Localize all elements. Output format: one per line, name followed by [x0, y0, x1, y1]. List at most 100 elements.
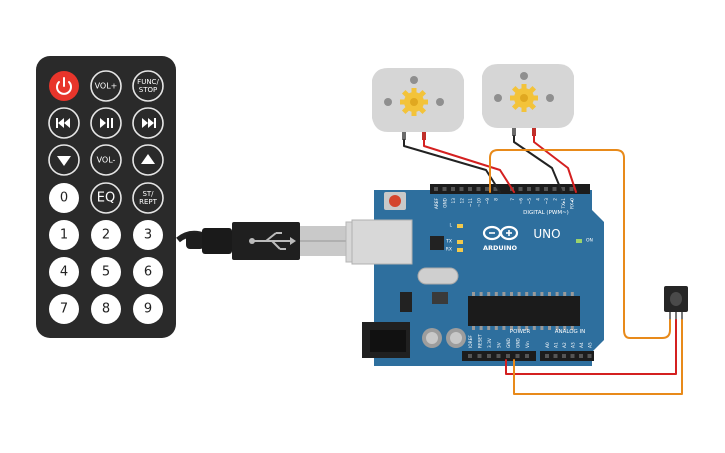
analog-label: ANALOG IN	[555, 329, 586, 335]
digital-pin-hole[interactable]	[451, 187, 455, 191]
remote-button-3[interactable]: 3	[133, 220, 163, 250]
motor-2-gear-icon	[510, 84, 538, 112]
digital-pin-hole[interactable]	[518, 187, 523, 191]
power-pin-hole[interactable]	[515, 354, 520, 358]
usb-jack	[351, 219, 413, 265]
wire-ir-5v-red	[505, 319, 677, 375]
power-pin-hole[interactable]	[477, 354, 482, 358]
power-pin-label: GND	[516, 337, 522, 348]
remote-button-up[interactable]	[132, 144, 164, 176]
analog-pin-hole[interactable]	[562, 354, 566, 358]
power-pin-hole[interactable]	[468, 354, 472, 358]
remote-button-next[interactable]	[132, 107, 164, 139]
remote-button-st-rept[interactable]: ST/REPT	[132, 182, 164, 214]
usb-plug-housing	[202, 228, 232, 254]
remote-button-prev[interactable]	[48, 107, 80, 139]
bottom-pin-holes	[468, 354, 592, 358]
power-pin-label: 5V	[497, 342, 503, 348]
wire-motor2-red	[533, 135, 577, 193]
analog-pin-hole[interactable]	[570, 354, 575, 358]
reset-button-cap	[389, 195, 401, 207]
remote-button-1[interactable]: 1	[49, 220, 79, 250]
power-pin-hole[interactable]	[506, 354, 510, 358]
digital-pin-hole[interactable]	[527, 187, 531, 191]
analog-pin-hole[interactable]	[545, 354, 549, 358]
motor-1-gear-icon	[400, 88, 428, 116]
led-tx	[457, 240, 463, 244]
remote-button-vol-down[interactable]: VOL-	[90, 144, 122, 176]
wire-motor1-red	[423, 139, 515, 193]
remote-button-eq[interactable]: EQ	[90, 182, 122, 214]
digital-pin-label: 7	[510, 198, 516, 201]
analog-pin-hole[interactable]	[579, 354, 583, 358]
remote-button-func-stop[interactable]: FUNC/STOP	[132, 70, 164, 102]
logo-infinity-right	[499, 225, 519, 241]
dc-motor-1[interactable]	[372, 68, 464, 140]
digital-pin-hole[interactable]	[485, 187, 489, 191]
power-pin-label: RESET	[478, 334, 484, 348]
led-on-label: ON	[586, 238, 593, 244]
led-l-label: L	[449, 223, 452, 229]
power-pin-label: 3.3V	[487, 338, 493, 348]
digital-pin-hole[interactable]	[544, 187, 548, 191]
power-pin-hole[interactable]	[496, 354, 501, 358]
digital-pin-hole[interactable]	[434, 187, 438, 191]
digital-pin-hole[interactable]	[493, 187, 498, 191]
remote-button-8[interactable]: 8	[91, 294, 121, 324]
power-pin-hole[interactable]	[525, 354, 529, 358]
remote-button-label: 8	[102, 302, 110, 317]
led-on	[576, 239, 582, 243]
motor-2-terminal-a	[512, 128, 516, 136]
remote-button-power[interactable]	[49, 71, 79, 101]
analog-pin-hole[interactable]	[553, 354, 558, 358]
remote-button-label-2: STOP	[139, 86, 157, 94]
digital-pin-label: 4	[536, 198, 542, 201]
power-pin-label: IOREF	[468, 335, 474, 348]
led-rx-label: RX	[446, 247, 452, 253]
digital-pin-hole[interactable]	[535, 187, 540, 191]
analog-pin-label: A5	[588, 342, 594, 348]
remote-button-5[interactable]: 5	[91, 257, 121, 287]
remote-button-2[interactable]: 2	[91, 220, 121, 250]
remote-button-label-2: REPT	[139, 198, 158, 206]
remote-button-7[interactable]: 7	[49, 294, 79, 324]
crystal-oscillator	[417, 267, 459, 285]
digital-pin-label: 8	[494, 198, 500, 201]
skip-forward-icon	[142, 118, 156, 128]
power-pin-hole[interactable]	[487, 354, 491, 358]
digital-pin-hole[interactable]	[442, 187, 447, 191]
power-pin-label: Vin	[525, 341, 531, 348]
digital-pin-hole[interactable]	[569, 187, 574, 191]
remote-button-down[interactable]	[48, 144, 80, 176]
motor-2-screw-left	[494, 94, 502, 102]
usb-boot	[186, 233, 204, 249]
digital-pin-hole[interactable]	[552, 187, 557, 191]
digital-pin-hole[interactable]	[561, 187, 565, 191]
remote-button-4[interactable]: 4	[49, 257, 79, 287]
digital-pin-hole[interactable]	[459, 187, 464, 191]
power-label: POWER	[510, 329, 531, 335]
chip-pins	[472, 292, 574, 330]
digital-pin-label: ~11	[468, 198, 474, 207]
dc-motor-2[interactable]	[482, 64, 574, 136]
digital-pin-label: ~6	[519, 198, 525, 205]
remote-button-9[interactable]: 9	[133, 294, 163, 324]
remote-button-play-pause[interactable]	[90, 107, 122, 139]
analog-pin-label: A2	[562, 342, 568, 348]
digital-pin-hole[interactable]	[468, 187, 472, 191]
analog-pin-label: A0	[545, 342, 551, 348]
led-rx	[457, 248, 463, 252]
remote-button-0[interactable]: 0	[49, 183, 79, 213]
analog-pin-hole[interactable]	[587, 354, 592, 358]
digital-pin-label: ~10	[477, 198, 483, 207]
remote-button-6[interactable]: 6	[133, 257, 163, 287]
remote-button-label: 3	[144, 228, 152, 243]
remote-button-label: 6	[144, 265, 152, 280]
ir-receiver[interactable]	[664, 286, 688, 320]
remote-button-vol-up[interactable]: VOL+	[90, 70, 122, 102]
digital-pin-hole[interactable]	[476, 187, 481, 191]
